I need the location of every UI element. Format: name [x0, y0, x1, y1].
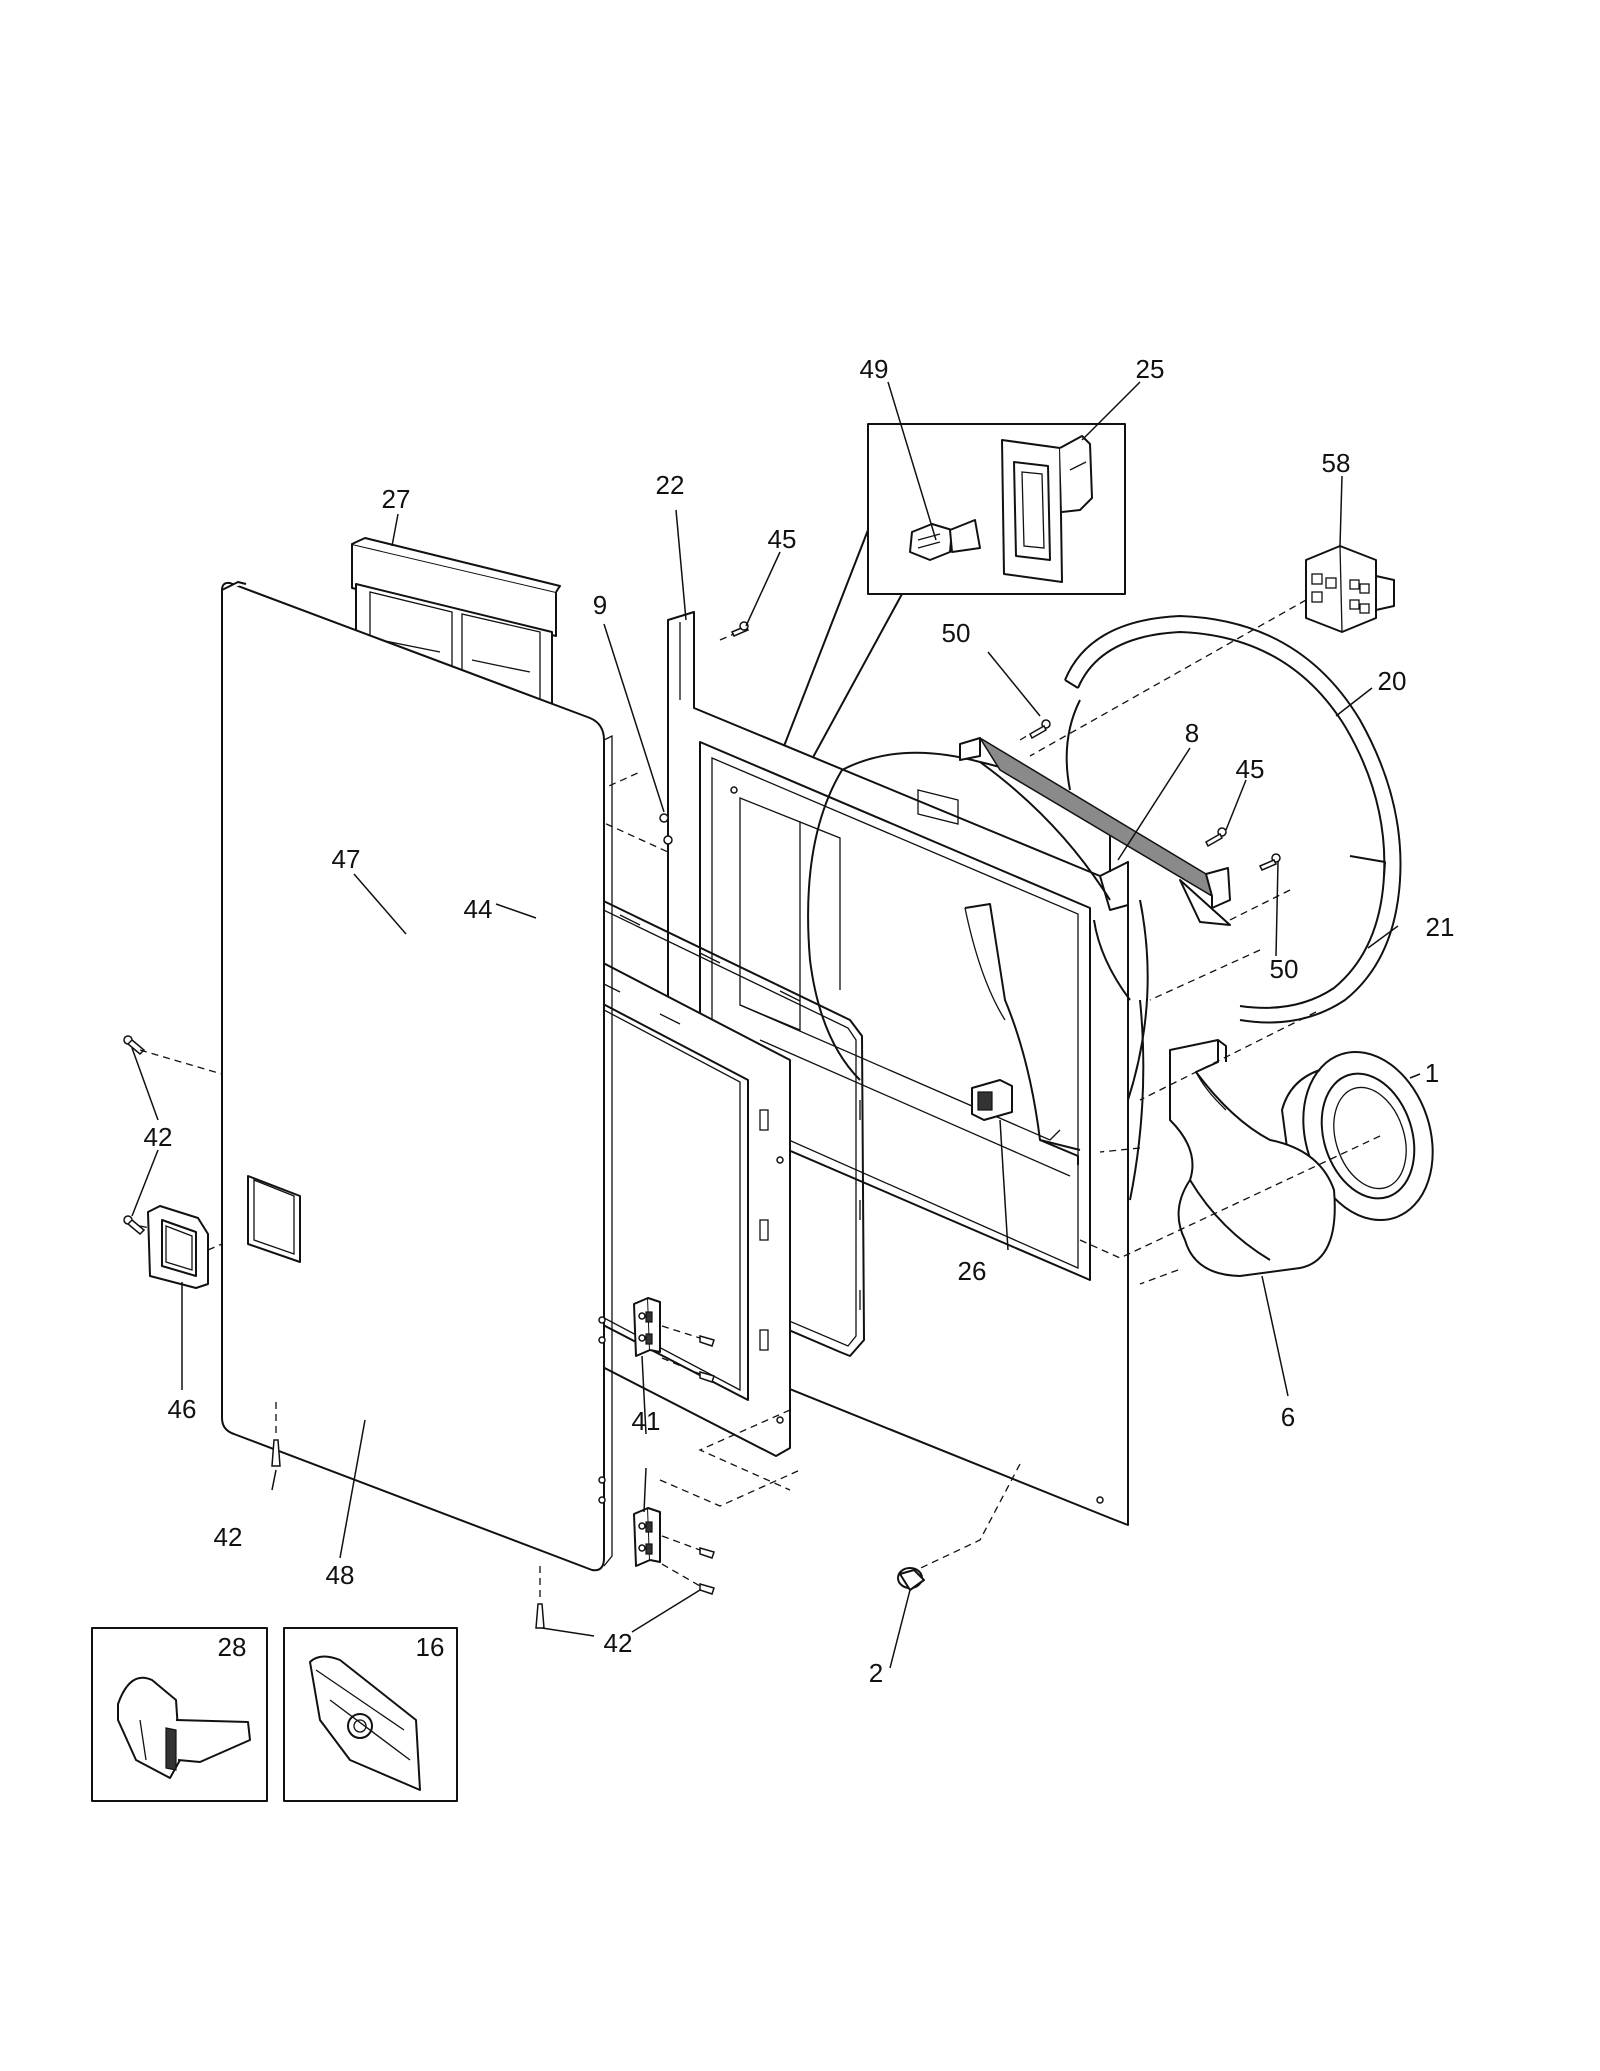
blower-housing — [964, 903, 1081, 1165]
callout-47: 47 — [332, 844, 361, 874]
part-49-actuator — [909, 519, 981, 561]
inset-28 — [91, 1627, 268, 1802]
part-25-bracket — [1001, 435, 1093, 583]
part-26-door-switch — [971, 1079, 1013, 1251]
callouts: 49 25 58 27 22 45 9 50 20 8 45 47 44 50 … — [144, 354, 1455, 1688]
part-41-hinge-lower — [633, 1507, 661, 1567]
callout-58: 58 — [1322, 448, 1351, 478]
part-2-leg — [889, 1567, 925, 1669]
part-20-drum-ring — [1064, 615, 1402, 1024]
callout-41: 41 — [632, 1406, 661, 1436]
part-6-exhaust-duct — [1169, 1039, 1336, 1277]
part-41-hinge-upper — [633, 1297, 661, 1357]
callout-21: 21 — [1426, 912, 1455, 942]
callout-16: 16 — [416, 1632, 445, 1662]
callout-45-top: 45 — [768, 524, 797, 554]
screws — [123, 621, 1281, 1629]
callout-42-left: 42 — [144, 1122, 173, 1152]
callout-49: 49 — [860, 354, 889, 384]
callout-50-top: 50 — [942, 618, 971, 648]
callout-26: 26 — [958, 1256, 987, 1286]
callout-27: 27 — [382, 484, 411, 514]
part-46-door-handle — [147, 1205, 223, 1289]
callout-8: 8 — [1185, 718, 1199, 748]
callout-25: 25 — [1136, 354, 1165, 384]
switch-inset — [867, 423, 1126, 595]
callout-46: 46 — [168, 1394, 197, 1424]
callout-2: 2 — [869, 1658, 883, 1688]
callout-1: 1 — [1425, 1058, 1439, 1088]
part-48-outer-door — [221, 581, 613, 1572]
callout-50-right: 50 — [1270, 954, 1299, 984]
callout-6: 6 — [1281, 1402, 1295, 1432]
callout-22: 22 — [656, 470, 685, 500]
callout-28: 28 — [218, 1632, 247, 1662]
callout-42-bottom: 42 — [604, 1628, 633, 1658]
part-58-terminal-block — [1029, 545, 1395, 757]
callout-48: 48 — [326, 1560, 355, 1590]
leader-lines — [131, 381, 1421, 1637]
callout-45-right: 45 — [1236, 754, 1265, 784]
callout-20: 20 — [1378, 666, 1407, 696]
part-8-heater-screen — [959, 737, 1231, 926]
callout-9: 9 — [593, 590, 607, 620]
callout-44: 44 — [464, 894, 493, 924]
callout-42-bottom-left: 42 — [214, 1522, 243, 1552]
inset-16 — [283, 1627, 458, 1802]
